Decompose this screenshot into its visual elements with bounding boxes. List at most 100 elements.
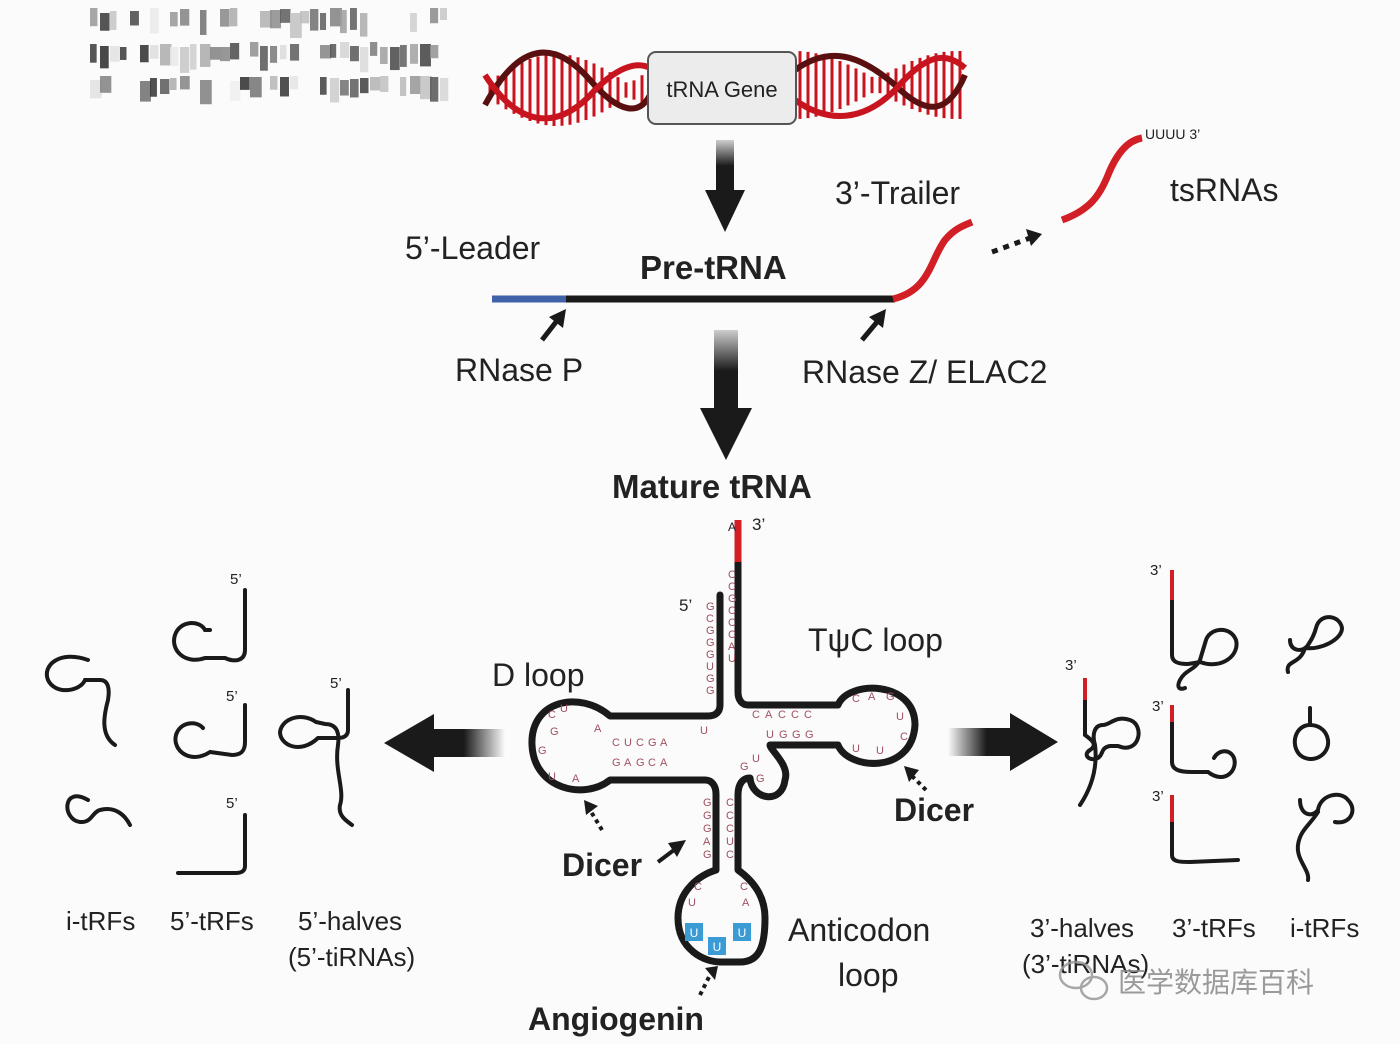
svg-text:G: G xyxy=(703,797,712,809)
svg-text:U: U xyxy=(624,737,632,749)
svg-text:A: A xyxy=(660,757,668,769)
svg-text:G: G xyxy=(703,849,712,861)
i-trf-fragment xyxy=(44,654,117,747)
svg-text:A: A xyxy=(703,836,711,848)
tsrnas-label: tsRNAs xyxy=(1170,172,1278,208)
right-col3-label: i-tRFs xyxy=(1290,913,1359,943)
svg-text:A: A xyxy=(742,897,750,909)
dna-helix xyxy=(482,49,968,126)
dicer-dotted-arrow-d-loop xyxy=(584,800,604,832)
svg-text:G: G xyxy=(706,649,715,661)
svg-text:C: C xyxy=(791,709,799,721)
svg-text:G: G xyxy=(706,637,715,649)
svg-text:U: U xyxy=(706,661,714,673)
svg-text:C: C xyxy=(636,737,644,749)
svg-text:A: A xyxy=(594,723,602,735)
dicer-dotted-arrow-tpsic xyxy=(904,766,928,792)
svg-text:A: A xyxy=(728,641,736,653)
svg-text:G: G xyxy=(706,673,715,685)
acceptor-nucleotide: A xyxy=(728,520,736,534)
svg-text:C: C xyxy=(728,629,736,641)
five-leader-label: 5’-Leader xyxy=(405,230,541,266)
three-trf-fragment xyxy=(1170,598,1239,691)
svg-text:G: G xyxy=(703,823,712,835)
three-end-label-4: 3’ xyxy=(1152,788,1164,805)
svg-text:C: C xyxy=(852,693,860,705)
svg-text:C: C xyxy=(728,581,736,593)
svg-text:C: C xyxy=(648,757,656,769)
svg-text:C: C xyxy=(900,731,908,743)
svg-text:U: U xyxy=(726,836,734,848)
svg-text:U: U xyxy=(700,725,708,737)
three-trailer-segment xyxy=(892,218,974,303)
five-end-label-1: 5’ xyxy=(230,571,242,588)
arrow-gene-to-pretrna xyxy=(705,140,745,232)
left-col3-label-line1: 5’-halves xyxy=(298,906,402,936)
mature-three-end-label: 3’ xyxy=(752,515,765,534)
svg-text:G: G xyxy=(886,691,895,703)
svg-text:G: G xyxy=(728,593,737,605)
svg-text:C: C xyxy=(740,881,748,893)
tsrna-strand xyxy=(1060,134,1143,224)
i-trf-fragment xyxy=(1292,706,1331,761)
three-half-fragment xyxy=(1078,698,1141,807)
svg-text:A: A xyxy=(660,737,668,749)
svg-text:C: C xyxy=(706,613,714,625)
rnase-p-label: RNase P xyxy=(455,352,583,388)
right-col1-label-line1: 3’-halves xyxy=(1030,913,1134,943)
cleavage-arrow-rnase-z xyxy=(860,309,886,342)
five-trf-fragment xyxy=(173,703,247,759)
svg-text:G: G xyxy=(756,773,765,785)
left-col3-label-line2: (5’-tiRNAs) xyxy=(288,942,415,972)
mature-five-end-label: 5’ xyxy=(679,596,692,615)
left-col1-label: i-tRFs xyxy=(66,906,135,936)
svg-text:C: C xyxy=(694,881,702,893)
mature-trna-title: Mature tRNA xyxy=(612,468,812,505)
svg-text:G: G xyxy=(706,625,715,637)
svg-text:U: U xyxy=(713,940,722,954)
tpsic-loop-label: TψC loop xyxy=(808,622,943,658)
svg-text:C: C xyxy=(728,569,736,581)
svg-text:U: U xyxy=(852,743,860,755)
svg-text:U: U xyxy=(896,711,904,723)
anticodon-label-line2: loop xyxy=(838,957,899,993)
i-trf-fragment xyxy=(1285,615,1345,674)
svg-text:C: C xyxy=(726,849,734,861)
dicer-label-right: Dicer xyxy=(894,792,974,828)
three-trf-fragment xyxy=(1170,718,1237,779)
pixelated-header xyxy=(90,8,449,105)
svg-text:G: G xyxy=(740,761,749,773)
svg-text:U: U xyxy=(688,897,696,909)
svg-text:C: C xyxy=(778,709,786,721)
left-col2-label: 5’-tRFs xyxy=(170,906,254,936)
svg-text:A: A xyxy=(765,709,773,721)
anticodon-triplet: U U U xyxy=(685,923,751,955)
rnase-z-label: RNase Z/ ELAC2 xyxy=(802,354,1047,390)
svg-text:G: G xyxy=(706,685,715,697)
three-ends-red xyxy=(1083,570,1174,822)
svg-text:C: C xyxy=(612,737,620,749)
svg-text:C: C xyxy=(728,605,736,617)
three-trf-fragment xyxy=(1170,818,1240,865)
svg-text:U: U xyxy=(738,926,747,940)
svg-text:U: U xyxy=(728,653,736,665)
angiogenin-dotted-arrow xyxy=(698,966,718,996)
watermark: 医学数据库百科 xyxy=(1058,960,1314,1001)
svg-text:G: G xyxy=(538,745,547,757)
watermark-text: 医学数据库百科 xyxy=(1118,967,1314,998)
five-half-fragment xyxy=(277,688,354,827)
svg-text:C: C xyxy=(726,810,734,822)
five-fragments xyxy=(44,588,354,875)
svg-text:U: U xyxy=(560,703,568,715)
svg-text:U: U xyxy=(766,729,774,741)
three-fragments xyxy=(1078,598,1355,882)
five-end-label-4: 5’ xyxy=(330,675,342,692)
mature-trna-cloverleaf xyxy=(528,520,919,966)
three-trailer-label: 3’-Trailer xyxy=(835,175,960,211)
svg-text:G: G xyxy=(779,729,788,741)
dicer-label-left: Dicer xyxy=(562,847,642,883)
dicer-arrow-d-stem xyxy=(656,840,686,864)
svg-text:C: C xyxy=(752,709,760,721)
